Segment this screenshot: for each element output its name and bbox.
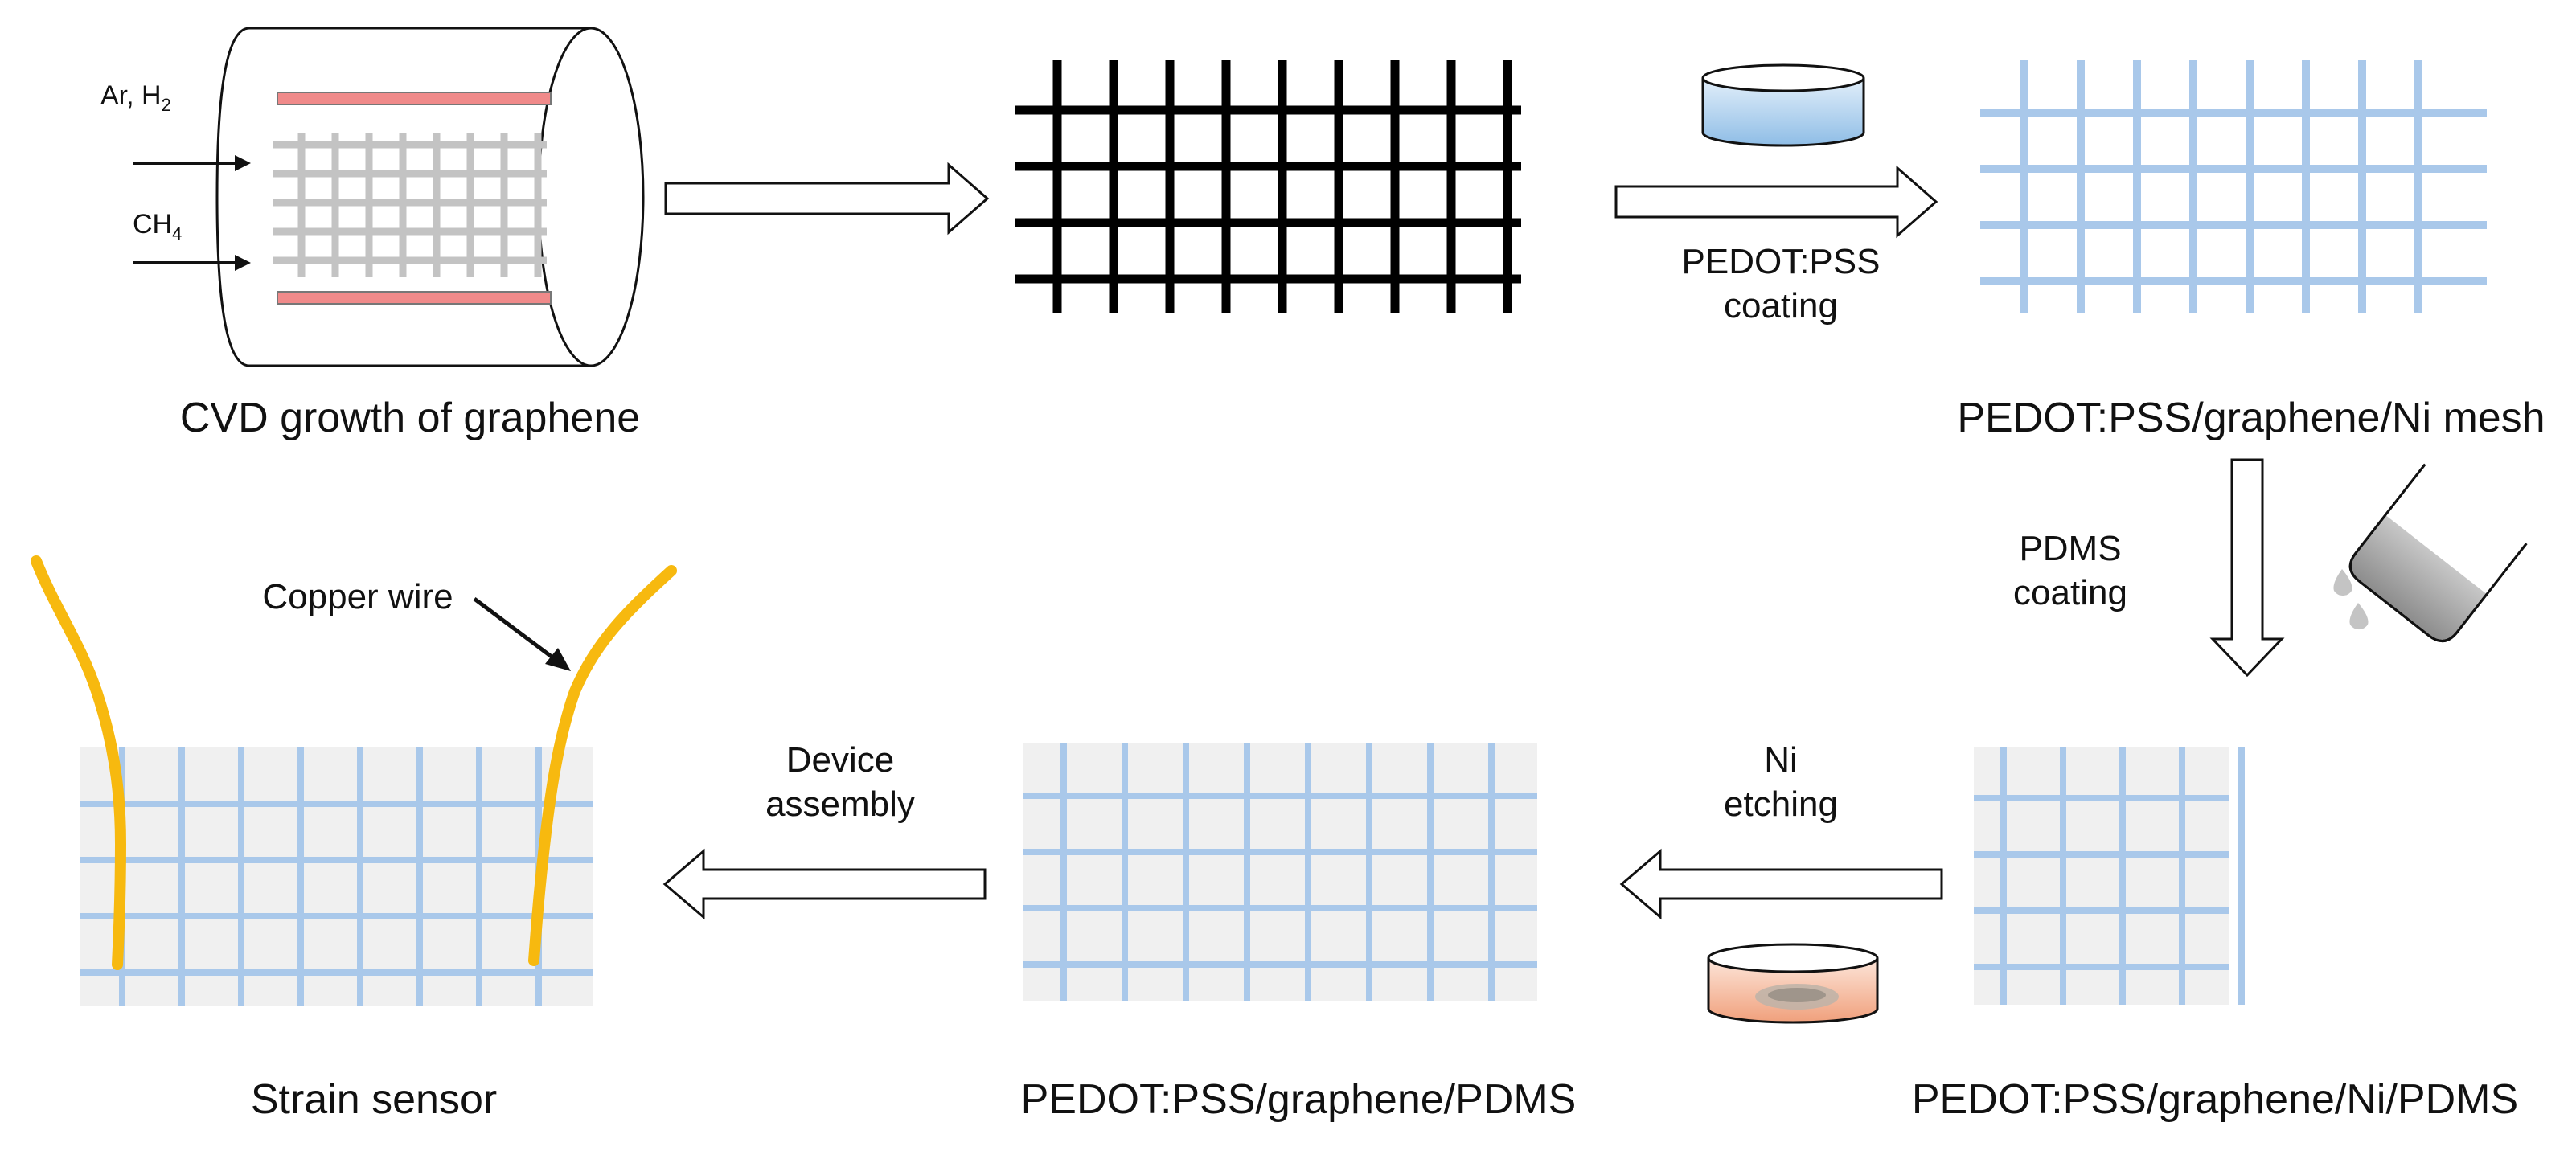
- step-label-pdms-film: PEDOT:PSS/graphene/PDMS: [1020, 1076, 1577, 1123]
- process-label-device-assembly: Device assembly: [736, 738, 945, 826]
- arrow-pedot-to-pdms: [2209, 458, 2285, 678]
- step-label-coated-mesh: PEDOT:PSS/graphene/Ni mesh: [1957, 395, 2545, 441]
- process-label-pedot-line2: coating: [1724, 286, 1838, 326]
- arrow-device-assembly: [662, 848, 987, 920]
- pedot-coated-mesh: [1980, 60, 2487, 313]
- copper-wire-pointer-arrow: [473, 597, 571, 671]
- gas-inlet-arrow-1: [133, 155, 251, 171]
- arrow-cvd-to-mesh: [664, 162, 990, 236]
- arrow-ni-etching: [1619, 848, 1943, 920]
- process-label-pedot-line1: PEDOT:PSS: [1681, 242, 1881, 281]
- process-label-pdms-line2: coating: [2013, 573, 2127, 612]
- gas-label-ar-h2-subscript: 2: [161, 95, 171, 115]
- sensor-film: [80, 747, 593, 1006]
- gas-label-ch4-subscript: 4: [172, 223, 183, 244]
- pdms-film-ni: [1974, 747, 2229, 1005]
- ni-pdms-mesh: [1974, 747, 2245, 1005]
- process-label-etch-line2: etching: [1724, 784, 1838, 824]
- arrow-mesh-to-pedot: [1614, 165, 1938, 239]
- gas-inlet-arrow-2: [133, 255, 251, 271]
- ni-foam-template: [273, 133, 547, 277]
- pdms-drop-2: [2349, 603, 2369, 630]
- pedot-solution-dish: [1701, 63, 1865, 147]
- pdms-film-mesh: [1023, 743, 1537, 1001]
- cvd-furnace: [215, 27, 645, 367]
- pdms-drop-1: [2333, 569, 2352, 596]
- copper-wire-left: [31, 555, 127, 970]
- pdms-film-etched: [1023, 743, 1537, 1001]
- gas-label-ar-h2: Ar, H2: [100, 79, 171, 117]
- copper-wire-right: [528, 565, 677, 966]
- process-label-pedot-coating: PEDOT:PSS coating: [1640, 240, 1922, 328]
- process-label-etch-line1: Ni: [1764, 740, 1798, 780]
- etchant-dish: [1707, 943, 1879, 1024]
- process-label-pdms-coating: PDMS coating: [1970, 526, 2171, 615]
- process-label-pdms-line1: PDMS: [2019, 529, 2122, 568]
- gas-label-ch4-text: CH: [133, 209, 173, 240]
- gas-label-ar-h2-text: Ar, H: [100, 80, 162, 111]
- graphene-ni-mesh: [1015, 60, 1521, 313]
- step-label-ni-pdms: PEDOT:PSS/graphene/Ni/PDMS: [1911, 1076, 2519, 1123]
- annotation-copper-wire: Copper wire: [262, 577, 453, 616]
- step-label-sensor: Strain sensor: [250, 1076, 498, 1123]
- step-label-cvd: CVD growth of graphene: [179, 395, 641, 441]
- pdms-beaker-icon: [2348, 463, 2528, 642]
- gas-label-ch4: CH4: [133, 207, 182, 245]
- process-label-device-line1: Device: [786, 740, 895, 780]
- process-label-device-line2: assembly: [765, 784, 915, 824]
- heater-bottom: [277, 291, 552, 305]
- process-label-ni-etching: Ni etching: [1680, 738, 1881, 826]
- heater-top: [277, 92, 552, 105]
